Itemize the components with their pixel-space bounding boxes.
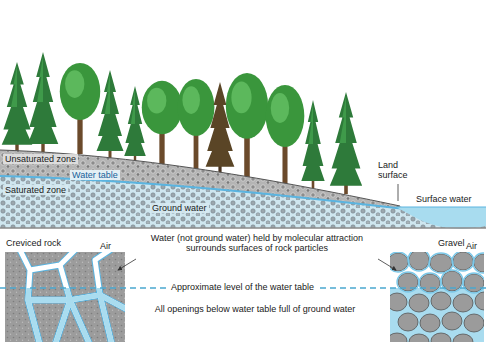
inset-title: Gravel [438, 238, 465, 248]
land-surface-label: Land surface [378, 160, 424, 181]
ground-water-label: Ground water [150, 203, 209, 213]
note-text: Water (not ground water) held by molecul… [132, 233, 382, 254]
inset-title: Creviced rock [6, 238, 61, 248]
note-text: All openings below water table full of g… [150, 304, 360, 314]
air-label: Air [466, 241, 477, 251]
surface-water-label: Surface water [416, 194, 472, 204]
zone-label: Saturated zone [3, 185, 68, 195]
water-level-label: Approximate level of the water table [168, 282, 317, 292]
zone-label: Unsaturated zone [3, 154, 78, 164]
water-table-label: Water table [70, 170, 120, 180]
air-label: Air [100, 241, 111, 251]
